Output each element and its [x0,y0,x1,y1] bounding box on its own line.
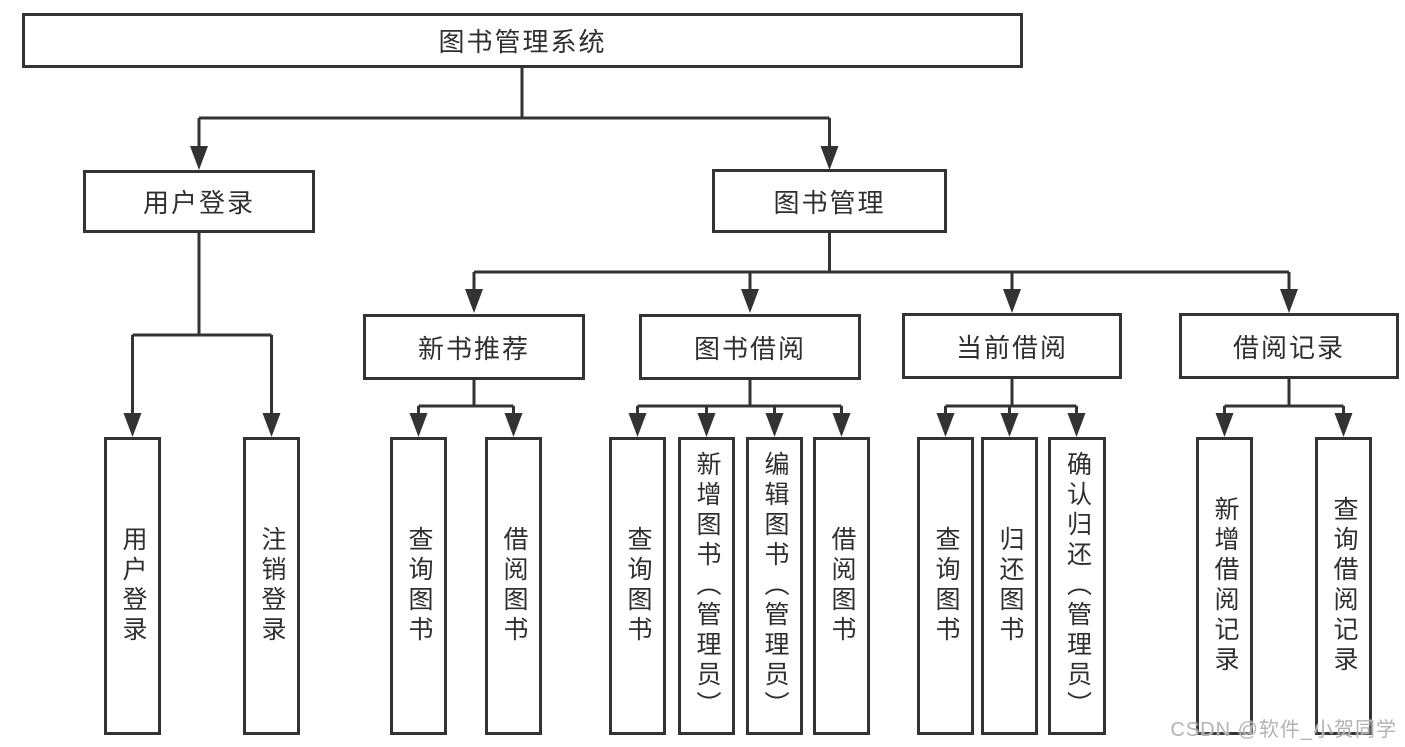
leaf-br-query-borrow-record-label: 查询借阅记录 [1330,496,1358,676]
leaf-cb-return-books-label: 归还图书 [996,526,1024,646]
leaf-bb-add-books-admin-label: 新增图书（管理员） [693,451,721,721]
node-book-borrowing: 图书借阅 [639,314,861,380]
connector-book-borrowing-to-leaves [628,380,851,437]
leaf-cb-query-books-label: 查询图书 [932,526,960,646]
leaf-bb-edit-books-admin: 编辑图书（管理员） [746,437,803,735]
node-new-book-recommendation: 新书推荐 [363,314,585,380]
leaf-user-login-label: 用户登录 [119,526,147,646]
connector-book-management-to-level2 [465,233,1298,313]
leaf-cb-return-books: 归还图书 [981,437,1038,735]
connector-root-to-level1 [190,68,839,170]
node-borrowing-records: 借阅记录 [1179,313,1399,379]
leaf-nb-borrow-books-label: 借阅图书 [500,526,528,646]
connector-new-book-recommendation-to-leaves [409,380,523,437]
node-system-root-label: 图书管理系统 [438,27,607,57]
leaf-bb-query-books-label: 查询图书 [624,526,652,646]
leaf-cb-confirm-return-admin: 确认归还（管理员） [1048,437,1106,735]
node-current-borrowing-label: 当前借阅 [955,332,1068,363]
node-user-login-label: 用户登录 [142,188,255,218]
connector-user-login-to-leaves [123,233,281,437]
leaf-bb-borrow-books-label: 借阅图书 [828,526,856,646]
leaf-logout-label: 注销登录 [258,526,286,646]
connector-current-borrowing-to-leaves [936,379,1086,437]
node-borrowing-records-label: 借阅记录 [1232,332,1345,363]
leaf-br-query-borrow-record: 查询借阅记录 [1315,437,1372,735]
leaf-nb-query-books-label: 查询图书 [405,526,433,646]
node-current-borrowing: 当前借阅 [902,313,1122,379]
leaf-cb-query-books: 查询图书 [917,437,974,735]
leaf-nb-borrow-books: 借阅图书 [485,437,542,735]
node-user-login: 用户登录 [83,170,315,233]
leaf-br-add-borrow-record: 新增借阅记录 [1196,437,1253,735]
leaf-br-add-borrow-record-label: 新增借阅记录 [1211,496,1239,676]
leaf-bb-add-books-admin: 新增图书（管理员） [678,437,735,735]
connector-borrowing-records-to-leaves [1215,379,1353,437]
node-new-book-recommendation-label: 新书推荐 [417,333,530,364]
leaf-logout: 注销登录 [243,437,300,735]
leaf-user-login: 用户登录 [104,437,161,735]
leaf-nb-query-books: 查询图书 [390,437,447,735]
leaf-bb-query-books: 查询图书 [609,437,666,735]
node-book-management-label: 图书管理 [773,187,886,218]
node-book-management: 图书管理 [712,169,947,233]
leaf-bb-edit-books-admin-label: 编辑图书（管理员） [761,451,789,721]
node-book-borrowing-label: 图书借阅 [693,333,806,364]
node-system-root: 图书管理系统 [22,13,1023,68]
leaf-cb-confirm-return-admin-label: 确认归还（管理员） [1063,451,1092,721]
leaf-bb-borrow-books: 借阅图书 [813,437,870,735]
csdn-watermark: CSDN @软件_小贺同学 [1170,719,1397,741]
